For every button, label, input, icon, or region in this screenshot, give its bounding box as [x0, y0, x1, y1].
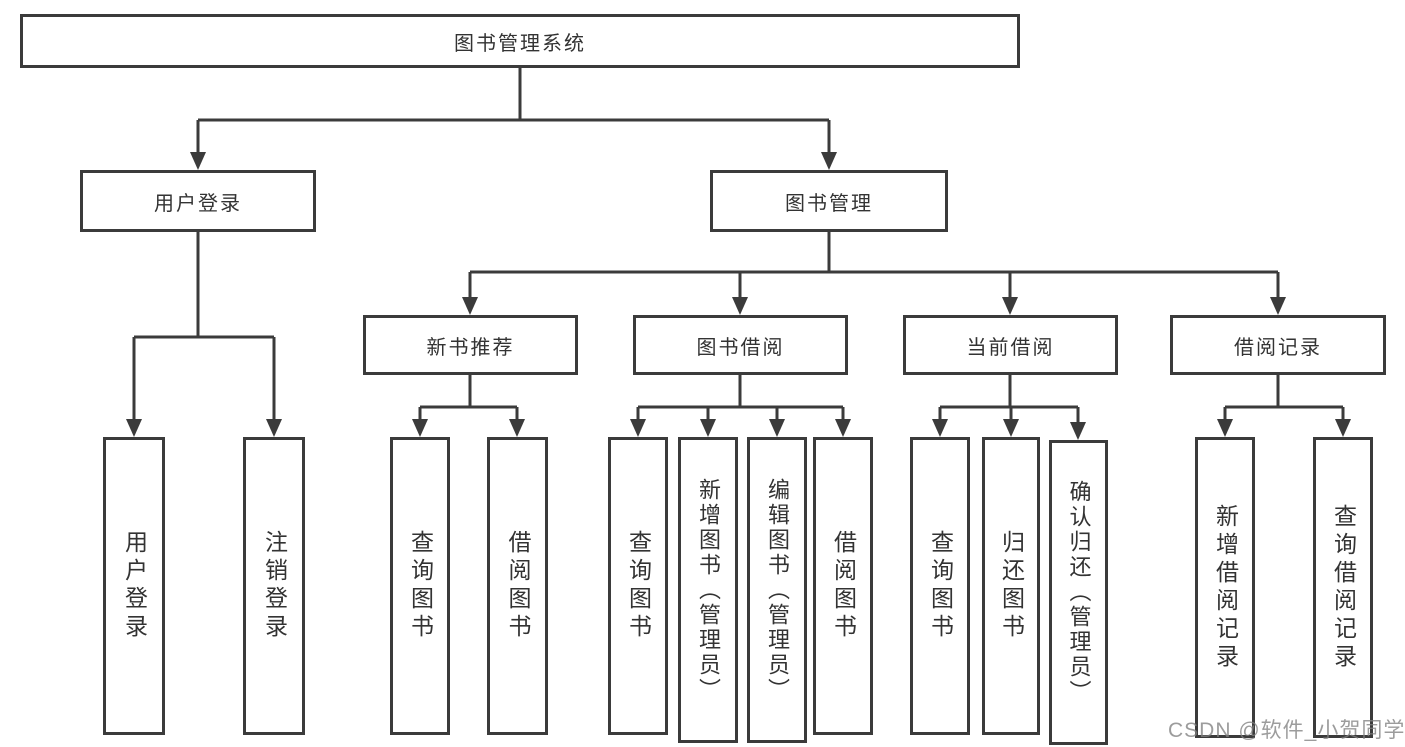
node-borrowing-records: 借阅记录	[1170, 315, 1386, 375]
arrow-down-icon	[126, 419, 142, 437]
leaf-query-borrow-record: 查询借阅记录	[1313, 437, 1373, 738]
leaf-user-login: 用户登录	[103, 437, 165, 735]
leaf-label: 用户登录	[121, 530, 148, 642]
node-label: 图书管理	[785, 192, 873, 215]
leaf-label: 新增借阅记录	[1212, 503, 1239, 672]
arrow-down-icon	[462, 297, 478, 315]
leaf-query-books-recommend: 查询图书	[390, 437, 450, 735]
leaf-edit-books-admin: 编辑图书（管理员）	[747, 437, 807, 743]
node-current-borrowing: 当前借阅	[903, 315, 1118, 375]
connector-book-mgmt-to-level3	[468, 232, 1280, 301]
arrow-down-icon	[1070, 422, 1086, 440]
arrow-down-icon	[630, 419, 646, 437]
node-label: 新书推荐	[426, 336, 515, 359]
leaf-label: 新增图书（管理员）	[696, 477, 721, 703]
arrow-down-icon	[932, 419, 948, 437]
arrow-down-icon	[1002, 297, 1018, 315]
leaf-return-books: 归还图书	[982, 437, 1040, 735]
leaf-label: 查询图书	[625, 530, 652, 642]
leaf-add-borrow-record: 新增借阅记录	[1195, 437, 1255, 738]
arrow-down-icon	[769, 419, 785, 437]
node-label: 当前借阅	[966, 336, 1055, 359]
arrow-down-icon	[1335, 419, 1351, 437]
connector-root-to-level2	[196, 68, 831, 156]
leaf-label: 注销登录	[261, 530, 288, 642]
leaf-query-books-borrowing: 查询图书	[608, 437, 668, 735]
arrow-down-icon	[700, 419, 716, 437]
connector-user-login-branch	[132, 232, 276, 423]
leaf-logout: 注销登录	[243, 437, 305, 735]
arrow-down-icon	[266, 419, 282, 437]
leaf-add-books-admin: 新增图书（管理员）	[678, 437, 738, 743]
node-new-book-recommendation: 新书推荐	[363, 315, 578, 375]
leaf-borrow-books-recommend: 借阅图书	[487, 437, 548, 735]
arrow-down-icon	[835, 419, 851, 437]
arrow-down-icon	[821, 152, 837, 170]
connector-book-borrowing-branch	[636, 375, 845, 423]
leaf-borrow-books: 借阅图书	[813, 437, 873, 735]
arrow-down-icon	[1270, 297, 1286, 315]
leaf-label: 查询借阅记录	[1330, 503, 1357, 672]
connector-current-borrowing-branch	[938, 375, 1080, 426]
arrow-down-icon	[1003, 419, 1019, 437]
arrow-down-icon	[412, 419, 428, 437]
leaf-label: 查询图书	[927, 530, 954, 642]
arrow-down-icon	[190, 152, 206, 170]
node-label: 图书管理系统	[454, 32, 586, 55]
arrow-down-icon	[509, 419, 525, 437]
node-book-management: 图书管理	[710, 170, 948, 232]
leaf-label: 确认归还（管理员）	[1066, 480, 1092, 705]
csdn-watermark: CSDN @软件_小贺同学	[1168, 719, 1405, 742]
connector-new-book-branch	[418, 375, 519, 423]
leaf-label: 借阅图书	[505, 530, 531, 642]
node-library-system: 图书管理系统	[20, 14, 1020, 68]
leaf-query-books-current: 查询图书	[910, 437, 970, 735]
node-book-borrowing: 图书借阅	[633, 315, 848, 375]
arrow-down-icon	[1217, 419, 1233, 437]
node-label: 借阅记录	[1234, 336, 1322, 359]
node-label: 图书借阅	[696, 336, 785, 359]
node-user-login: 用户登录	[80, 170, 316, 232]
leaf-label: 编辑图书（管理员）	[765, 477, 790, 703]
leaf-confirm-return-admin: 确认归还（管理员）	[1049, 440, 1108, 745]
leaf-label: 归还图书	[998, 530, 1025, 642]
connector-borrowing-records-branch	[1223, 375, 1345, 423]
leaf-label: 借阅图书	[830, 530, 857, 642]
node-label: 用户登录	[154, 192, 242, 215]
leaf-label: 查询图书	[407, 530, 434, 642]
arrow-down-icon	[732, 297, 748, 315]
